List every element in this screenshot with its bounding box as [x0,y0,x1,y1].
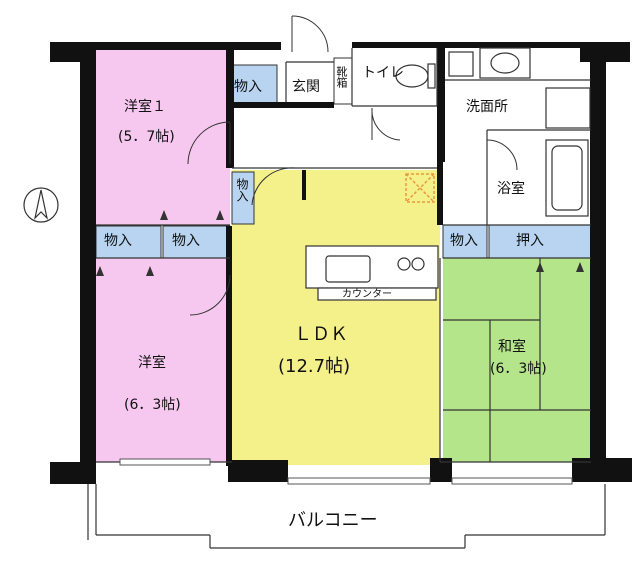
storage-mid-right-label: 物入 [172,233,200,249]
ldk-name: ＬＤＫ [294,324,348,345]
storage-ldk-label: 物入 [235,178,249,202]
closet-label: 押入 [516,233,544,249]
walls [50,42,632,484]
entrance-label: 玄関 [292,79,320,95]
washroom-label: 洗面所 [466,99,508,115]
storage-top-label: 物入 [234,79,262,95]
toilet-fixture [395,63,436,89]
bathtub-fixture [545,139,589,217]
western-room-1-size: (5．7帖) [118,129,175,145]
western-room-1-area [96,50,230,225]
kitchen-counter [305,245,439,301]
interior-lines [96,48,591,463]
western-room-2-area [96,258,230,462]
north-arrow-icon [23,187,59,223]
wash-sink-fixture [448,47,591,129]
windows [119,458,573,485]
japanese-room-name: 和室 [498,339,526,355]
storage-japanese-label: 物入 [450,233,478,249]
ventilation-mark [405,173,435,203]
storage-ldk-box [231,171,255,225]
western-room-2-size: (6．3帖) [124,397,181,413]
western-room-2-name: 洋室 [138,355,166,371]
ldk-area [232,170,440,465]
balcony-outline [87,484,606,549]
japanese-room-size: (6．3帖) [490,361,547,377]
doors [187,15,518,316]
bathroom-label: 浴室 [497,181,525,197]
storage-mid-left-label: 物入 [104,233,132,249]
western-room-1-name: 洋室１ [124,99,166,115]
door-markers [96,210,584,276]
counter-label: カウンター [342,289,392,300]
japanese-room-area [443,257,591,462]
ldk-size: (12.7帖) [278,356,351,377]
balcony-label: バルコニー [288,510,378,531]
toilet-label: トイレ [362,65,404,81]
shoe-box-label: 靴箱 [335,66,348,88]
